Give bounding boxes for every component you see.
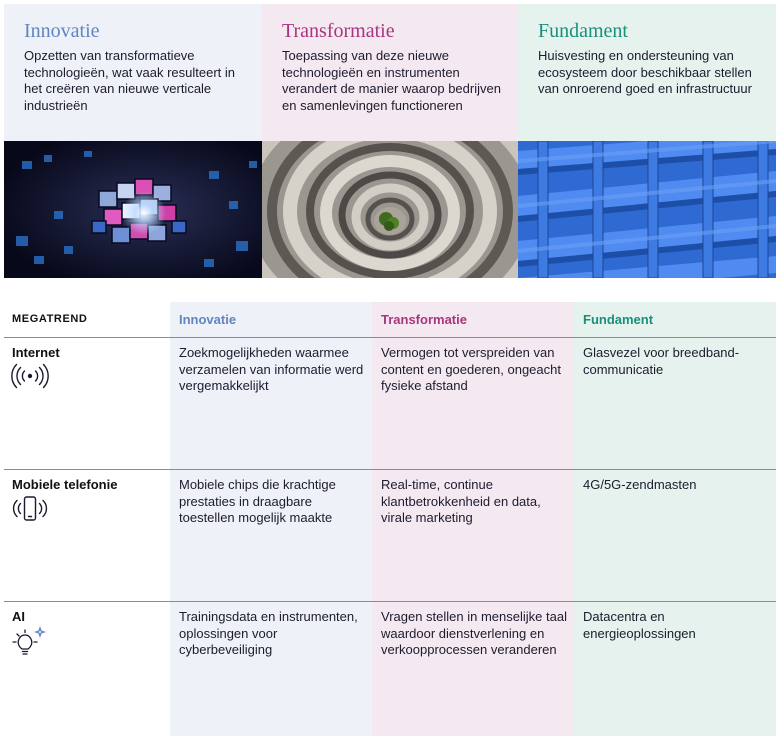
cell-mobiel-innovatie: Mobiele chips die krachtige prestaties i… xyxy=(179,477,336,525)
header-fundament: Fundament xyxy=(583,312,654,327)
cell-mobiel-transformatie: Real-time, continue klantbetrokkenheid e… xyxy=(381,477,541,525)
concept-panels: Innovatie Opzetten van transformatieve t… xyxy=(4,4,776,278)
column-bg-fundament xyxy=(574,302,776,736)
header-innovatie: Innovatie xyxy=(179,312,237,327)
cell-internet-fundament: Glasvezel voor breedband-communicatie xyxy=(583,345,740,377)
megatrend-table: MEGATREND Innovatie Transformatie Fundam… xyxy=(4,302,776,736)
mobile-phone-icon xyxy=(10,495,50,528)
column-bg-transformatie xyxy=(372,302,574,736)
panel-title-transformatie: Transformatie xyxy=(282,20,395,42)
panel-fundament: Fundament Huisvesting en ondersteuning v… xyxy=(518,4,776,278)
panel-title-fundament: Fundament xyxy=(538,20,628,42)
tech-cubes-image xyxy=(4,141,262,278)
panel-title-innovatie: Innovatie xyxy=(24,20,100,42)
cell-ai-transformatie: Vragen stellen in menselijke taal waardo… xyxy=(381,609,567,657)
cell-ai-innovatie: Trainingsdata en instrumenten, oplossing… xyxy=(179,609,358,657)
row-label-mobiele-telefonie: Mobiele telefonie xyxy=(12,477,118,492)
lightbulb-sparkle-icon xyxy=(10,625,50,664)
wifi-broadcast-icon xyxy=(10,362,50,395)
row-label-internet: Internet xyxy=(12,345,60,360)
divider xyxy=(4,469,776,470)
panel-innovatie: Innovatie Opzetten van transformatieve t… xyxy=(4,4,262,278)
panel-transformatie: Transformatie Toepassing van deze nieuwe… xyxy=(262,4,518,278)
cell-internet-innovatie: Zoekmogelijkheden waarmee verzamelen van… xyxy=(179,345,364,393)
header-transformatie: Transformatie xyxy=(381,312,467,327)
panel-text-transformatie: Toepassing van deze nieuwe technologieën… xyxy=(282,48,501,113)
cell-mobiel-fundament: 4G/5G-zendmasten xyxy=(583,477,697,492)
cell-internet-transformatie: Vermogen tot verspreiden van content en … xyxy=(381,345,561,393)
divider xyxy=(4,337,776,338)
steel-structure-image xyxy=(518,141,776,278)
panel-text-innovatie: Opzetten van transformatieve technologie… xyxy=(24,48,236,113)
divider xyxy=(4,601,776,602)
cell-ai-fundament: Datacentra en energieoplossingen xyxy=(583,609,696,641)
spiral-staircase-image xyxy=(262,141,518,278)
panel-text-fundament: Huisvesting en ondersteuning van ecosyst… xyxy=(538,48,752,96)
column-bg-innovatie xyxy=(170,302,372,736)
header-megatrend: MEGATREND xyxy=(12,313,88,325)
row-label-ai: AI xyxy=(12,609,25,624)
